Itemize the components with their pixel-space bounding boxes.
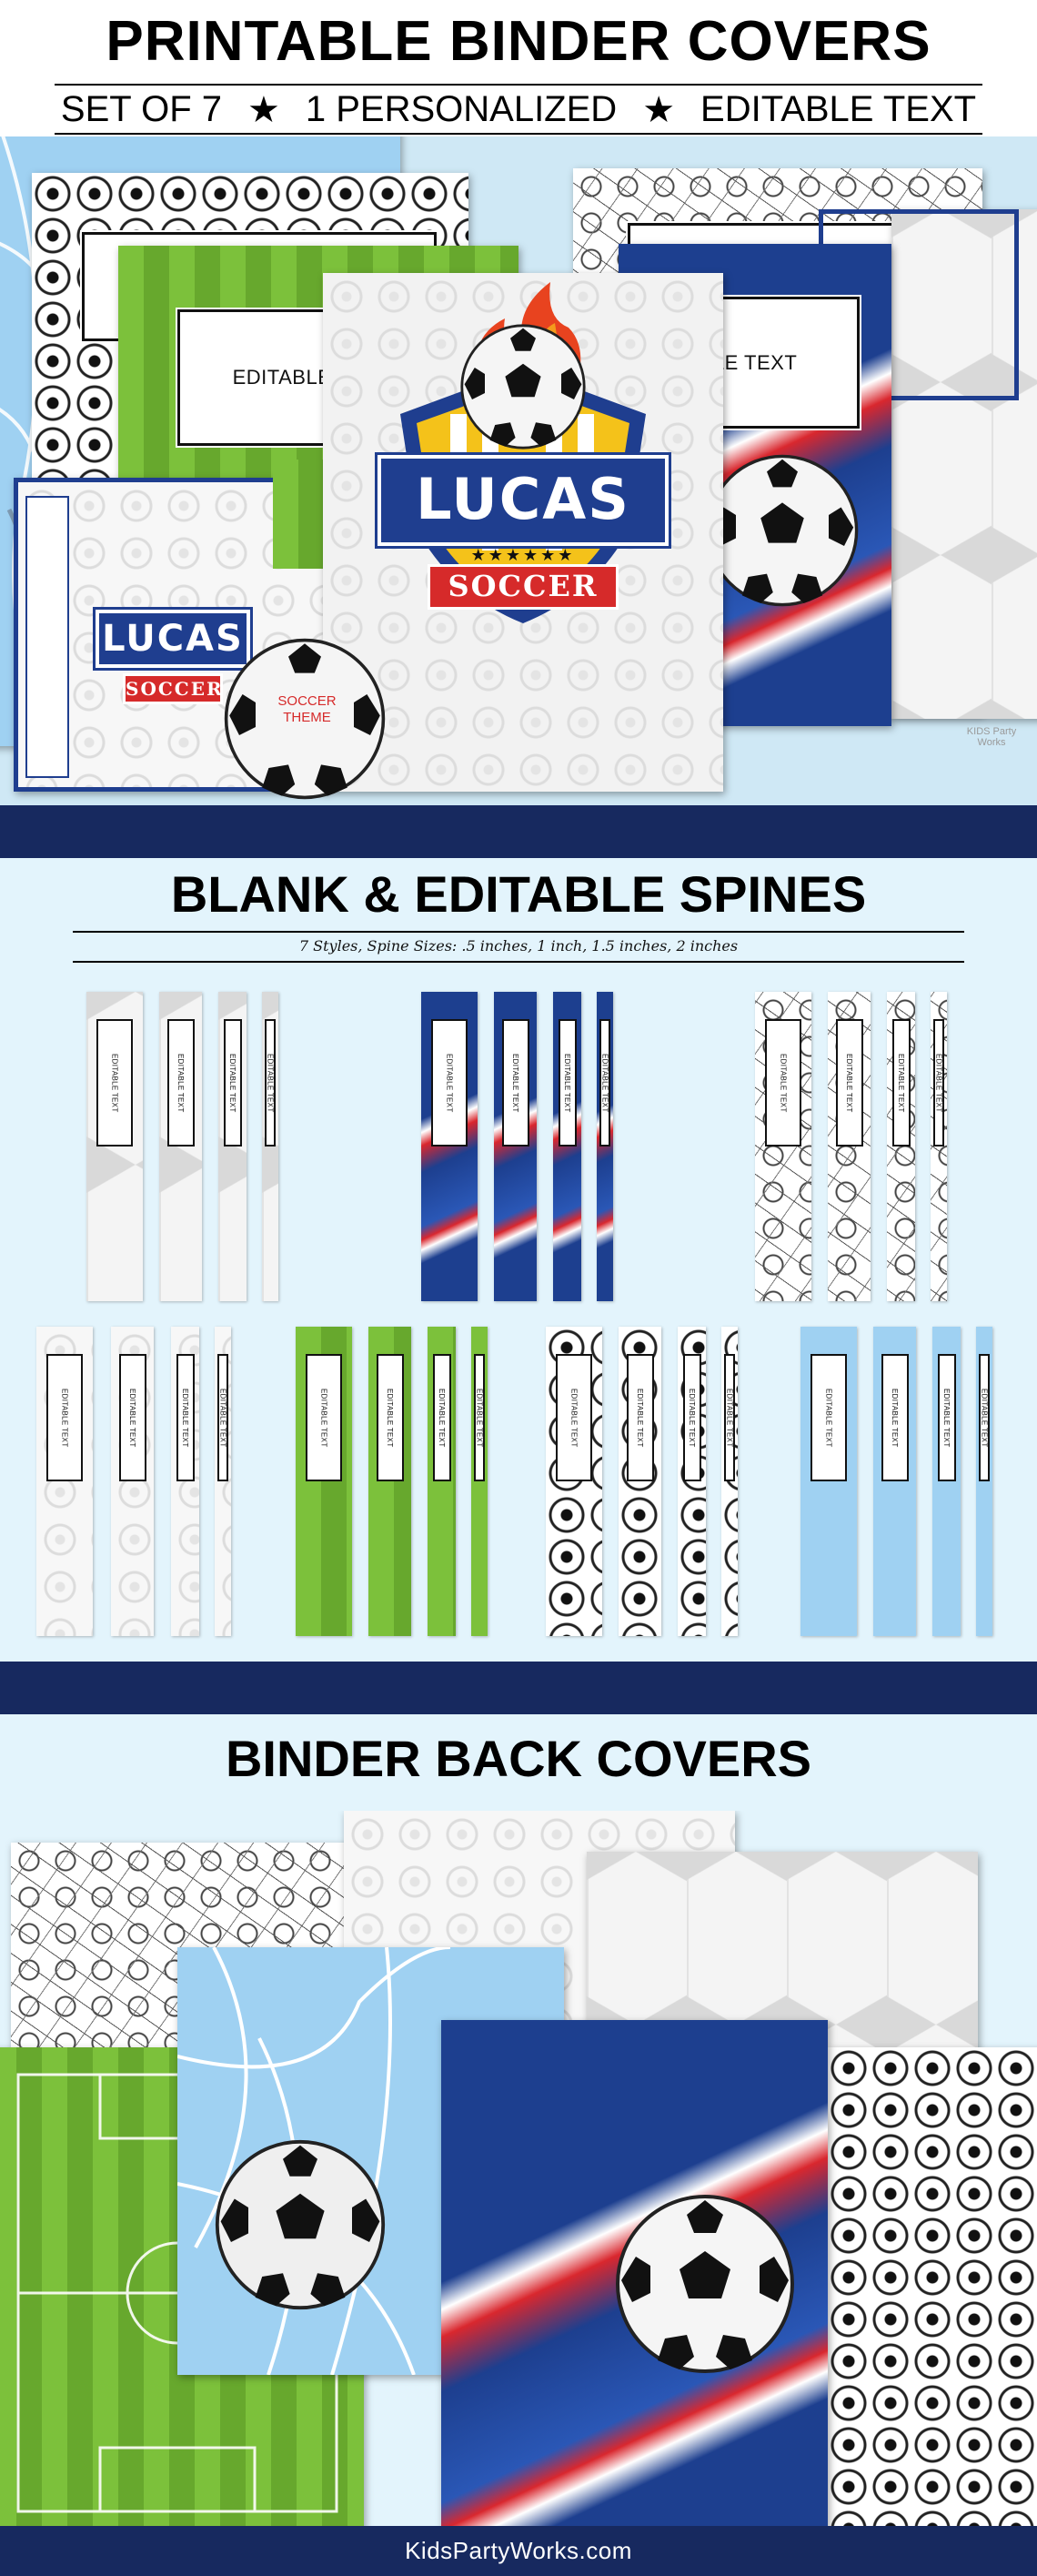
spine-label: EDITABLE TEXT: [937, 1354, 956, 1481]
field-peek: [273, 460, 327, 569]
spine-balls-1_5in: EDITABLE TEXT: [619, 1327, 661, 1636]
badge-ribbon-main: SOCCER: [428, 564, 619, 610]
spine-label: EDITABLE TEXT: [599, 1019, 610, 1147]
spine-label: EDITABLE TEXT: [765, 1019, 801, 1147]
section2-rule-top: [73, 931, 964, 933]
section1-title: PRINTABLE BINDER COVERS: [106, 10, 931, 73]
section1-rule-bottom: [55, 133, 982, 135]
spine-label: EDITABLE TEXT: [96, 1019, 133, 1147]
section3-title: BINDER BACK COVERS: [225, 1730, 812, 1787]
watermark: KIDS Party Works: [966, 726, 1017, 748]
spine-doodle-1_5in: EDITABLE TEXT: [828, 992, 871, 1301]
spine-label: EDITABLE TEXT: [166, 1019, 195, 1147]
soccer-ball-icon: [616, 2195, 794, 2373]
spine-doodle-2in: EDITABLE TEXT: [755, 992, 811, 1301]
section1-rule-top: [55, 84, 982, 86]
back-covers-collage: [0, 1811, 1037, 2526]
spine-label: EDITABLE TEXT: [46, 1354, 83, 1481]
spine-balls-2in: EDITABLE TEXT: [546, 1327, 602, 1636]
spine-sky-1in: EDITABLE TEXT: [932, 1327, 961, 1636]
spine-label: EDITABLE TEXT: [556, 1354, 592, 1481]
back-cover-balls: [828, 2047, 1037, 2526]
footer-website[interactable]: KidsPartyWorks.com: [0, 2526, 1037, 2576]
spine-label: EDITABLE TEXT: [835, 1019, 863, 1147]
spine-label: EDITABLE TEXT: [118, 1354, 146, 1481]
section2-rule-bottom: [73, 961, 964, 963]
spine-label: EDITABLE TEXT: [724, 1354, 735, 1481]
spine-doodle-0_5in: EDITABLE TEXT: [931, 992, 947, 1301]
cover-main-personalized: LUCAS ★★★★★★ SOCCER: [323, 273, 723, 792]
spine-label: EDITABLE TEXT: [810, 1354, 847, 1481]
badge-ribbon-small: SOCCER: [123, 673, 223, 704]
spine-label: EDITABLE TEXT: [558, 1019, 577, 1147]
spine-field-1_5in: EDITABLE TEXT: [368, 1327, 411, 1636]
navy-divider-1: [0, 805, 1037, 858]
badge-stars: ★★★★★★: [470, 546, 576, 564]
section1-subtitle: SET OF 7 ★ 1 PERSONALIZED ★ EDITABLE TEX…: [0, 89, 1037, 131]
star-icon: ★: [247, 90, 280, 130]
spine-label: EDITABLE TEXT: [933, 1019, 944, 1147]
soccer-ball-icon: [706, 454, 859, 607]
spine-faint-1in: EDITABLE TEXT: [171, 1327, 199, 1636]
spine-balls-0_5in: EDITABLE TEXT: [721, 1327, 738, 1636]
soccer-ball-icon: [215, 2139, 386, 2310]
star-icon: ★: [642, 90, 676, 130]
spine-sky-1_5in: EDITABLE TEXT: [873, 1327, 916, 1636]
subtitle-editable-text: EDITABLE TEXT: [700, 89, 977, 129]
spine-balls-1in: EDITABLE TEXT: [678, 1327, 706, 1636]
spine-blue-1in: EDITABLE TEXT: [553, 992, 581, 1301]
section1-header: PRINTABLE BINDER COVERS SET OF 7 ★ 1 PER…: [0, 0, 1037, 136]
spine-label: EDITABLE TEXT: [474, 1354, 485, 1481]
soccer-ball-icon: [224, 638, 386, 800]
spine-label: EDITABLE TEXT: [432, 1354, 451, 1481]
cover-hex-right: [891, 209, 1037, 719]
badge-name-small: LUCAS: [96, 610, 250, 668]
spine-blue-2in: EDITABLE TEXT: [421, 992, 478, 1301]
spine-faint-2in: EDITABLE TEXT: [36, 1327, 93, 1636]
section2-title: BLANK & EDITABLE SPINES: [170, 865, 867, 923]
navy-divider-2: [0, 1662, 1037, 1714]
spine-faint-1_5in: EDITABLE TEXT: [111, 1327, 154, 1636]
spine-field-1in: EDITABLE TEXT: [428, 1327, 456, 1636]
back-cover-blue-streak: [441, 2020, 828, 2526]
spine-label: EDITABLE TEXT: [682, 1354, 701, 1481]
badge-name-main: LUCAS: [378, 455, 669, 546]
spine-label: EDITABLE TEXT: [223, 1019, 242, 1147]
spine-faint-0_5in: EDITABLE TEXT: [215, 1327, 231, 1636]
section2-subtitle: 7 Styles, Spine Sizes: .5 inches, 1 inch…: [298, 937, 739, 955]
spine-label: EDITABLE TEXT: [626, 1354, 654, 1481]
spine-doodle-1in: EDITABLE TEXT: [887, 992, 915, 1301]
spine-hex-2in: EDITABLE TEXT: [86, 992, 143, 1301]
spine-label: EDITABLE TEXT: [431, 1019, 468, 1147]
spine-label: EDITABLE TEXT: [176, 1354, 195, 1481]
covers-collage: EDITABLE BLE TEXT LUCAS SOCCER: [0, 136, 1037, 805]
subtitle-personalized: 1 PERSONALIZED: [305, 89, 618, 129]
spine-hex-0_5in: EDITABLE TEXT: [262, 992, 278, 1301]
subtitle-set-of-7: SET OF 7: [60, 89, 222, 129]
spine-inset: [25, 496, 69, 778]
spine-blue-0_5in: EDITABLE TEXT: [597, 992, 613, 1301]
spines-area: EDITABLE TEXT EDITABLE TEXT EDITABLE TEX…: [0, 992, 1037, 1647]
spine-hex-1_5in: EDITABLE TEXT: [159, 992, 202, 1301]
spine-label: EDITABLE TEXT: [881, 1354, 909, 1481]
spine-label: EDITABLE TEXT: [891, 1019, 911, 1147]
spine-sky-2in: EDITABLE TEXT: [800, 1327, 857, 1636]
spine-label: EDITABLE TEXT: [501, 1019, 529, 1147]
spine-label: EDITABLE TEXT: [306, 1354, 342, 1481]
spine-blue-1_5in: EDITABLE TEXT: [494, 992, 537, 1301]
editable-label-text: EDITABLE: [232, 366, 332, 389]
spine-label: EDITABLE TEXT: [376, 1354, 404, 1481]
spine-field-0_5in: EDITABLE TEXT: [471, 1327, 488, 1636]
spine-field-2in: EDITABLE TEXT: [296, 1327, 352, 1636]
spine-hex-1in: EDITABLE TEXT: [218, 992, 247, 1301]
spine-label: EDITABLE TEXT: [217, 1354, 228, 1481]
spine-label: EDITABLE TEXT: [265, 1019, 276, 1147]
spine-label: EDITABLE TEXT: [979, 1354, 990, 1481]
spine-sky-0_5in: EDITABLE TEXT: [976, 1327, 992, 1636]
ball-text: SOCCER THEME: [277, 693, 337, 725]
soccer-ball-icon: [460, 324, 586, 450]
